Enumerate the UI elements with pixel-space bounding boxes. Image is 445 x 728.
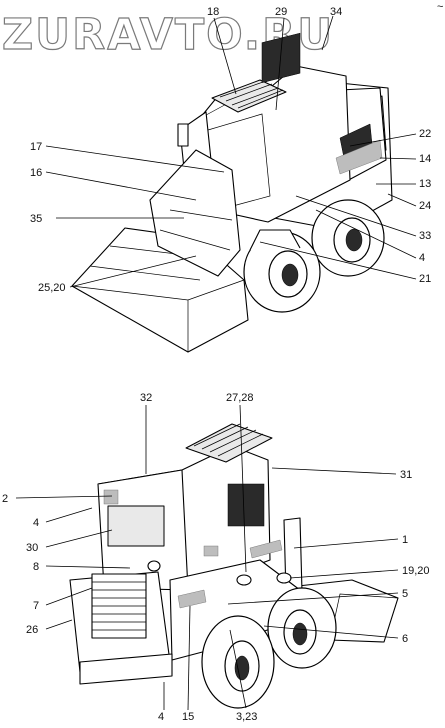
callout-label: 16 [30,167,42,179]
callout-label: 4 [158,711,164,723]
callout-label: 3,23 [236,711,257,723]
callout-label: 8 [33,561,39,573]
rear-tire-top [311,199,385,277]
callout-label: 33 [419,230,431,242]
callout-label: 2 [2,493,8,505]
front-tire-bottom [201,615,275,709]
callout-label: 14 [419,153,431,165]
callout-label: 19,20 [402,565,430,577]
machine-drawing-bottom [69,423,399,709]
callout-label: 25,20 [38,282,66,294]
callout-label: 6 [402,633,408,645]
callout-label: 1 [402,534,408,546]
callout-label: 34 [330,6,342,18]
callout-label: 26 [26,624,38,636]
callout-label: 31 [400,469,412,481]
callout-label: 5 [402,588,408,600]
callout-label: 7 [33,600,39,612]
corner-mark: ~ [437,1,443,13]
roof-grille-bottom [185,423,273,463]
callouts-top: 18 29 34 22 14 13 24 33 4 21 17 16 35 25… [30,6,431,294]
callout-label: 17 [30,141,42,153]
watermark-text: ZURAVTO.RU [2,10,334,60]
machine-drawing-top [71,32,393,353]
callouts-bottom: 32 27,28 31 2 4 30 1 8 19,20 5 7 26 6 4 … [2,392,430,723]
callout-lines-bottom [15,404,399,711]
callout-label: 13 [419,178,431,190]
callout-label: 29 [275,6,287,18]
callout-label: 27,28 [226,392,254,404]
callout-label: 30 [26,542,38,554]
callout-label: 18 [207,6,219,18]
side-window-grid-bottom [227,483,265,527]
side-window-grid [261,32,301,83]
callout-label: 24 [419,200,431,212]
callout-lines-top [45,15,417,288]
rear-tire-bottom [267,587,337,669]
callout-label: 15 [182,711,194,723]
callout-label: 32 [140,392,152,404]
roof-grille-top [211,79,287,113]
left-lift-arm [149,149,241,277]
callout-label: 4 [33,517,39,529]
callout-label: 4 [419,252,425,264]
rear-window [107,505,165,547]
engine-grille [91,573,147,639]
callout-label: 35 [30,213,42,225]
callout-label: 21 [419,273,431,285]
callout-label: 22 [419,128,431,140]
